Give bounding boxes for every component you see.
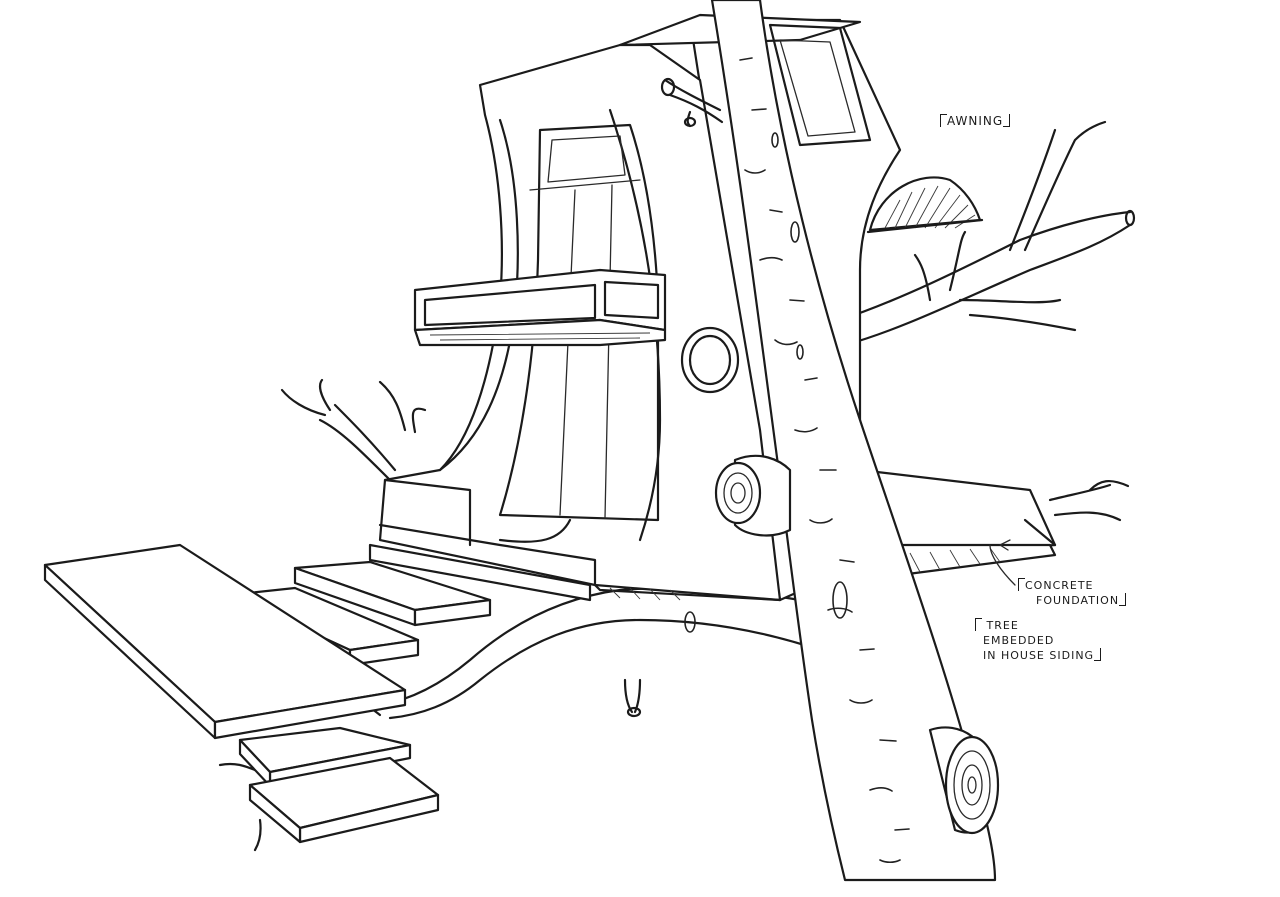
bracket-open-icon (975, 618, 982, 631)
tree-trunk (684, 0, 997, 882)
bracket-close-icon (1003, 114, 1011, 127)
porthole-window (680, 326, 740, 394)
lower-right-branch (1048, 480, 1130, 522)
concrete-foundation-line-2: Foundation (1018, 593, 1127, 608)
bracket-close-icon (1094, 648, 1102, 661)
bracket-close-icon (1119, 593, 1127, 606)
awning-label-text: Awning (947, 114, 1004, 128)
tree-embedded-line-1: Tree (975, 618, 1101, 633)
tree-label-text: Tree (986, 619, 1019, 632)
awning (866, 176, 984, 234)
floating-steps (43, 543, 592, 844)
concrete-label-text: Concrete (1025, 579, 1094, 592)
foundation-label-text: Foundation (1036, 594, 1120, 607)
tree-embedded-line-2: Embedded (975, 633, 1101, 648)
balcony (413, 268, 667, 347)
branch-stub-right (928, 726, 1000, 835)
annotation-leaders (989, 539, 1016, 586)
branch-stub-top (660, 77, 724, 128)
bracket-open-icon (940, 114, 947, 127)
concrete-foundation-label: Concrete Foundation (1018, 578, 1127, 608)
bracket-open-icon (1018, 578, 1025, 591)
awning-label: Awning (940, 114, 1011, 129)
concrete-foundation-line-1: Concrete (1018, 578, 1126, 593)
upper-right-branch (838, 120, 1136, 347)
tree-embedded-line-3: in House Siding (975, 648, 1102, 663)
embedded-label-text: Embedded (983, 634, 1055, 647)
branch-stub-left (714, 454, 792, 537)
in-house-siding-label-text: in House Siding (983, 649, 1095, 662)
left-branch (280, 378, 427, 482)
tree-embedded-label: Tree Embedded in House Siding (975, 618, 1102, 663)
